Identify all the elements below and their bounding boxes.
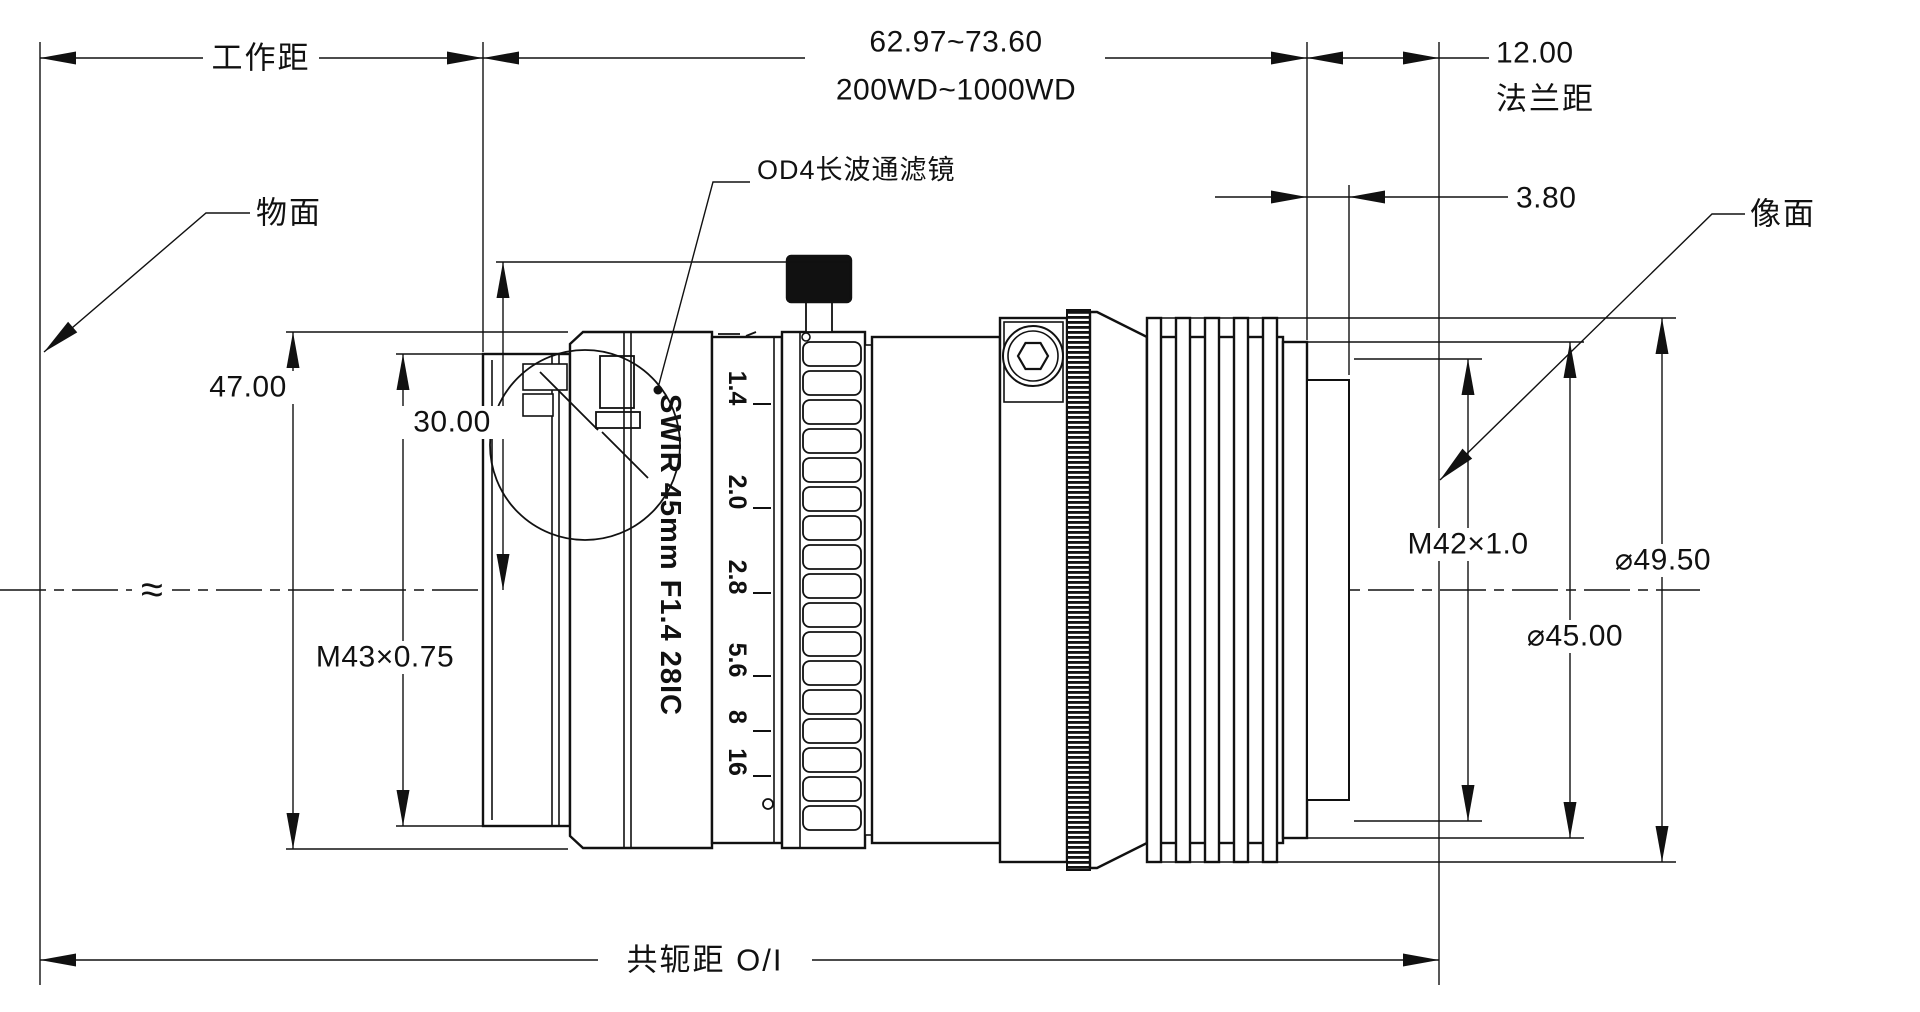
rear-protrusion-value: 3.80	[1516, 182, 1576, 215]
focus-ring-knurling	[802, 341, 862, 831]
aperture-ring	[710, 331, 784, 845]
dim-lens-length-range	[483, 51, 1307, 65]
aperture-mark: 2.8	[723, 560, 751, 595]
dimension-graphics	[40, 51, 1745, 967]
axis-to-knob-value: 30.00	[413, 406, 491, 439]
lens-model-marking: SWIR 45mm F1.4 28IC	[654, 394, 686, 716]
flange-distance-value: 12.00	[1496, 37, 1574, 70]
object-plane-label: 物面	[256, 196, 322, 231]
lens-length-range-mm: 62.97~73.60	[869, 26, 1042, 59]
leader-object-plane	[43, 212, 250, 353]
rear-finned-section	[1145, 316, 1285, 864]
aperture-mark: 1.4	[723, 371, 751, 406]
reference-lines	[39, 42, 1440, 985]
filter-detail-circle	[489, 349, 681, 541]
filter-callout-label: OD4长波通滤镜	[757, 155, 956, 185]
filter-thread-value: M43×0.75	[316, 641, 454, 674]
aperture-scale-markings: 1.4 2.0 2.8 5.6 8 16	[723, 371, 751, 776]
dim-max-rear-diameter	[1155, 317, 1676, 863]
aperture-mark: 16	[723, 748, 751, 776]
break-symbol: ≈	[141, 568, 163, 612]
knurled-lock-ring	[1066, 309, 1091, 871]
flange-distance-label: 法兰距	[1496, 82, 1595, 117]
image-plane-label: 像面	[1750, 197, 1816, 232]
aperture-mark: 5.6	[723, 643, 751, 678]
rear-mount-stub	[1281, 340, 1350, 840]
dim-flange-distance	[1307, 51, 1489, 65]
working-distance-label: 工作距	[212, 41, 311, 76]
front-diameter-value: 47.00	[209, 371, 287, 404]
conjugate-distance-label: 共轭距 O/I	[627, 943, 784, 978]
dim-front-diameter	[286, 331, 568, 850]
leader-image-plane	[1439, 213, 1745, 481]
aperture-mark: 2.0	[723, 475, 751, 510]
text-backgrounds	[132, 42, 1737, 982]
front-barrel-ring	[568, 330, 714, 850]
mount-thread-value: M42×1.0	[1407, 528, 1528, 561]
mid-barrel	[864, 335, 1002, 845]
max-rear-diameter-value: ⌀49.50	[1615, 544, 1711, 577]
focus-ring	[780, 254, 867, 850]
chamfer-ring	[1088, 310, 1149, 870]
drawing-labels: 工作距 62.97~73.60 200WD~1000WD 12.00 法兰距 3…	[141, 26, 1816, 978]
clamp-ring	[998, 316, 1069, 864]
aperture-mark: 8	[723, 710, 751, 724]
f-stop-ticks	[753, 403, 771, 777]
hex-socket-icon	[1016, 341, 1050, 371]
rear-shoulder-diameter-value: ⌀45.00	[1527, 620, 1623, 653]
dim-rear-protrusion	[1215, 190, 1508, 204]
dim-rear-shoulder-diameter	[1292, 341, 1584, 839]
lock-thumbscrew	[785, 254, 853, 333]
dim-axis-to-knob	[496, 261, 850, 590]
dim-mount-thread	[1354, 358, 1482, 822]
lens-body	[481, 254, 1350, 871]
lens-length-range-wd: 200WD~1000WD	[836, 74, 1076, 107]
leader-filter-note	[653, 181, 750, 395]
